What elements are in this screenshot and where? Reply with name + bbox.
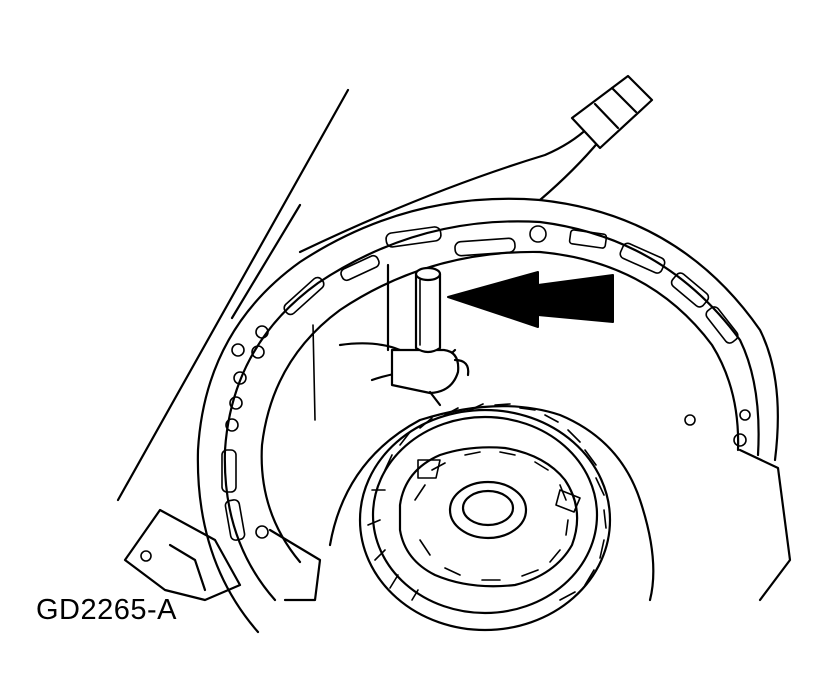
gear-assembly — [328, 403, 655, 632]
figure-id-label: GD2265-A — [36, 594, 178, 626]
indicator-arrow — [447, 271, 614, 328]
fluid-tube — [298, 74, 654, 254]
pump-body-ring — [196, 197, 792, 634]
pump-pin-bracket — [312, 263, 470, 421]
case-edge-lines — [116, 88, 350, 502]
mounting-tab — [123, 508, 322, 602]
